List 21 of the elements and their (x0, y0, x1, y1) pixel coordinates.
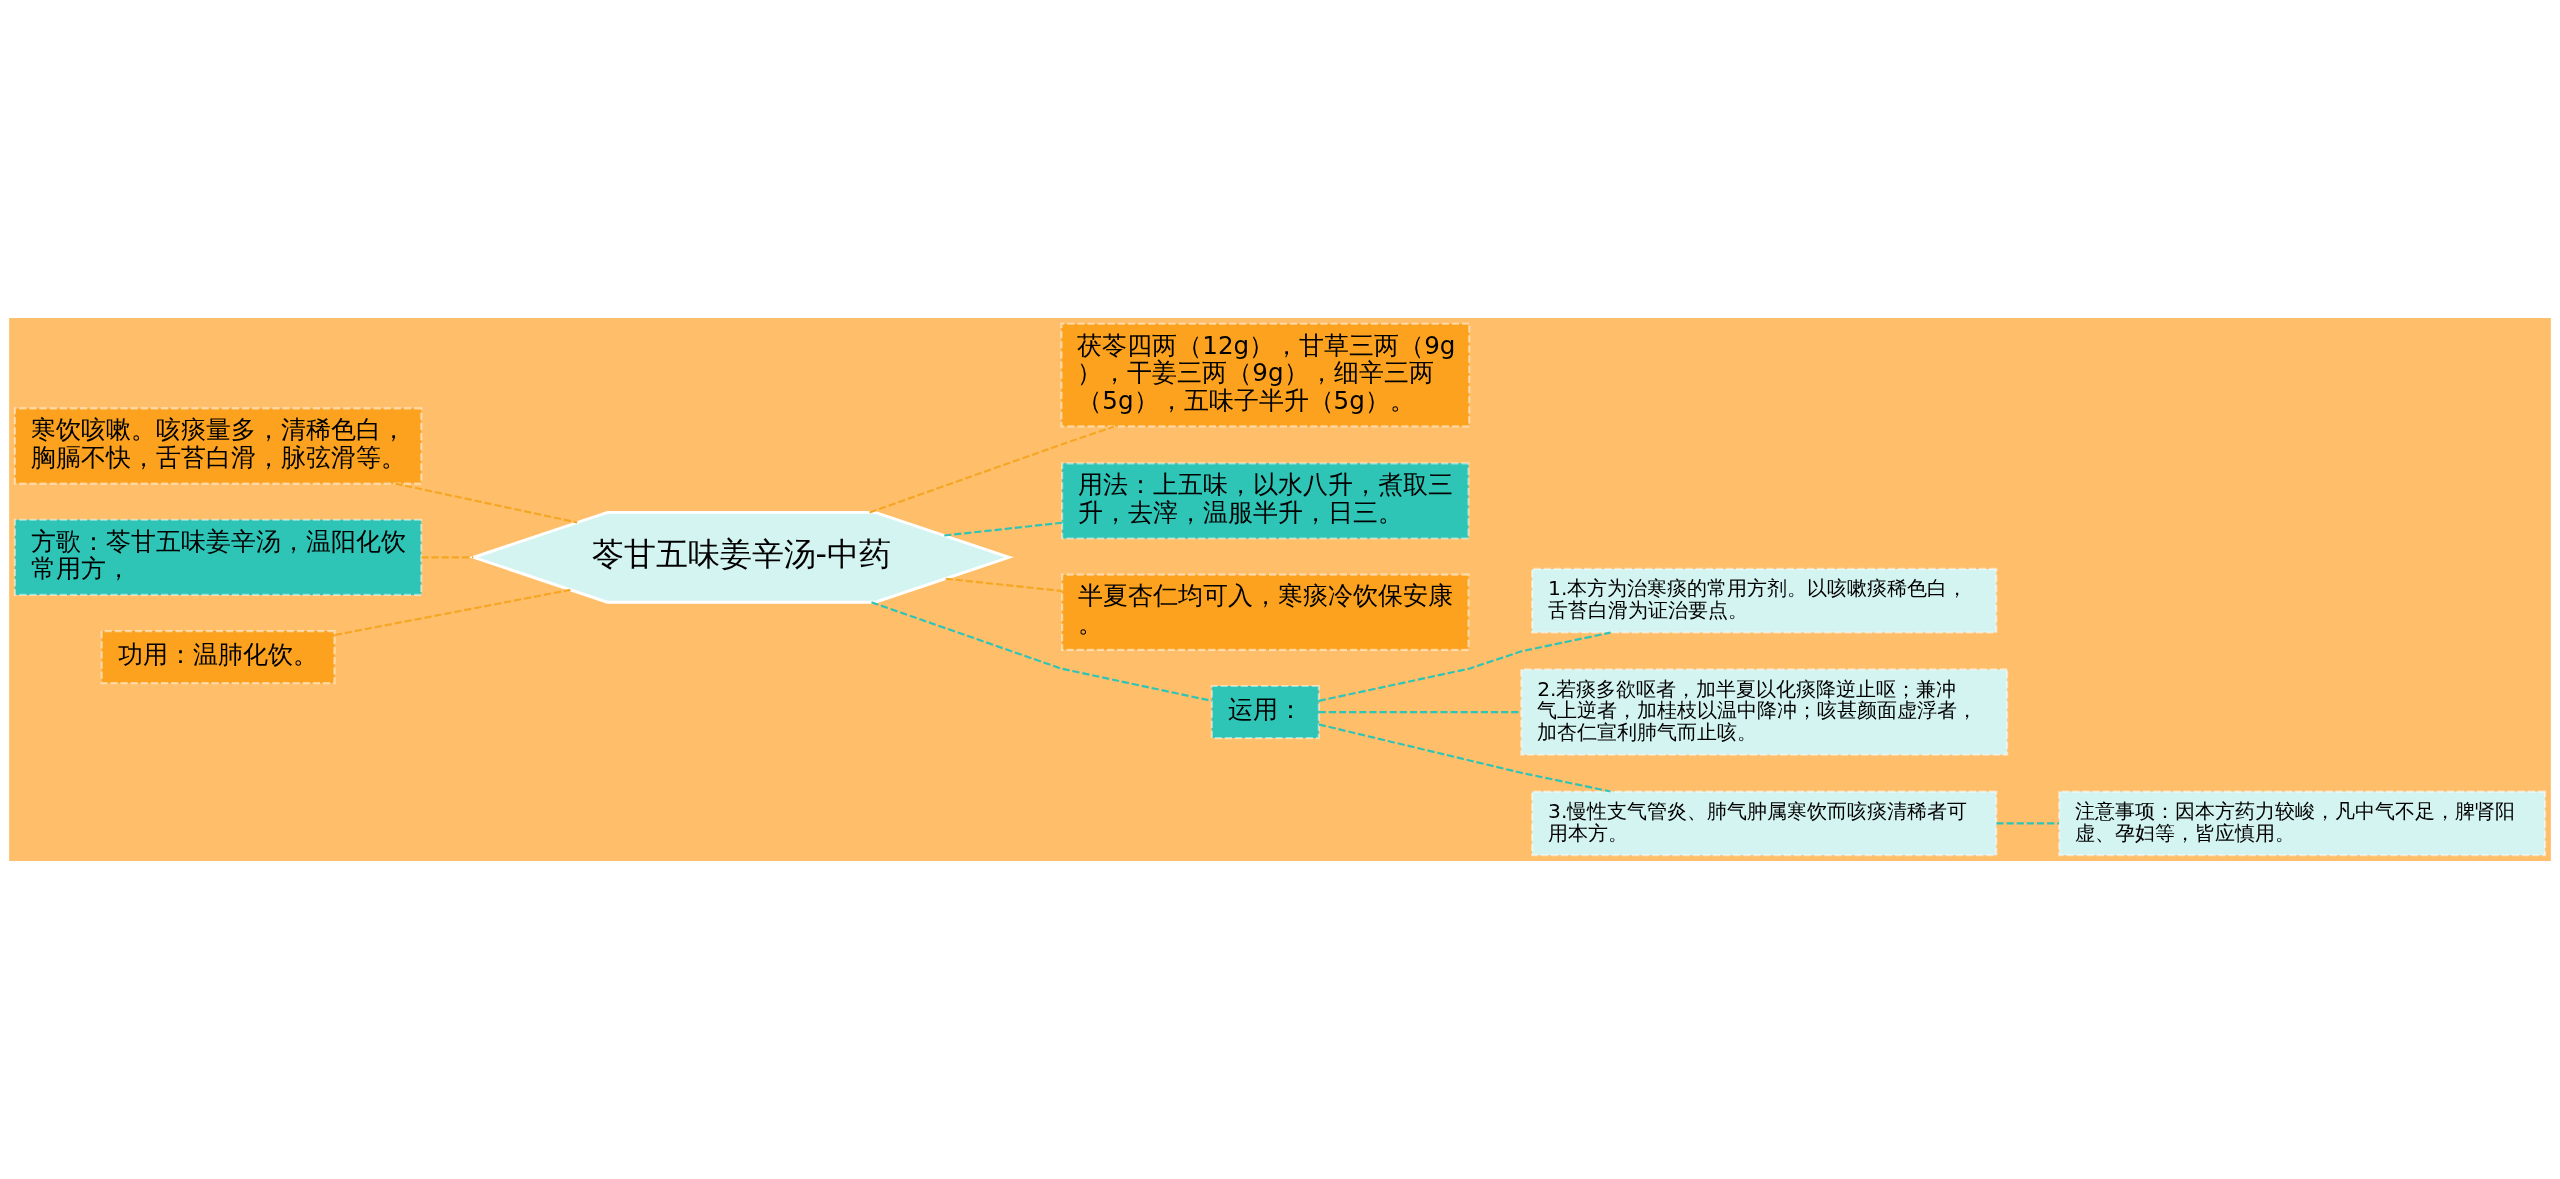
node-box: 1.本方为治寒痰的常用方剂。以咳嗽痰稀色白，舌苔白滑为证治要点。 (1531, 567, 1998, 634)
connector (945, 577, 1062, 593)
connector (1996, 822, 2060, 825)
connector (395, 482, 578, 524)
node-box: 3.慢性支气管炎、肺气肿属寒饮而咳痰清稀者可用本方。 (1531, 790, 1998, 857)
connector (421, 556, 474, 559)
node-box: 2.若痰多欲呕者，加半夏以化痰降逆止呕；兼冲气上逆者，加桂枝以温中降冲；咳甚颜面虚浮者，加杏仁宣利肺气而止咳。 (1520, 668, 2009, 756)
connector (334, 588, 571, 637)
node-box: 寒饮咳嗽。咳痰量多，清稀色白，胸膈不快，舌苔白滑，脉弦滑等。 (13, 407, 423, 485)
node-box: 茯苓四两（12g），甘草三两（9g），干姜三两（9g），细辛三两（5g），五味子半升（5g）。 (1060, 322, 1471, 428)
connector (944, 521, 1063, 537)
node-box: 方歌：苓甘五味姜辛汤，温阳化饮常用方， (13, 518, 423, 596)
connector (869, 425, 1115, 514)
connector (1318, 631, 1611, 702)
node-box: 运用： (1210, 684, 1320, 740)
connector (871, 601, 1212, 702)
connector (1318, 723, 1611, 793)
node-box: 半夏杏仁均可入，寒痰冷饮保安康。 (1061, 573, 1470, 651)
node-box: 注意事项：因本方药力较峻，凡中气不足，脾肾阳虚、孕妇等，皆应慎用。 (2058, 790, 2547, 857)
node-box: 功用：温肺化饮。 (100, 630, 336, 685)
node-box: 用法：上五味，以水八升，煮取三升，去滓，温服半升，日三。 (1061, 462, 1470, 540)
